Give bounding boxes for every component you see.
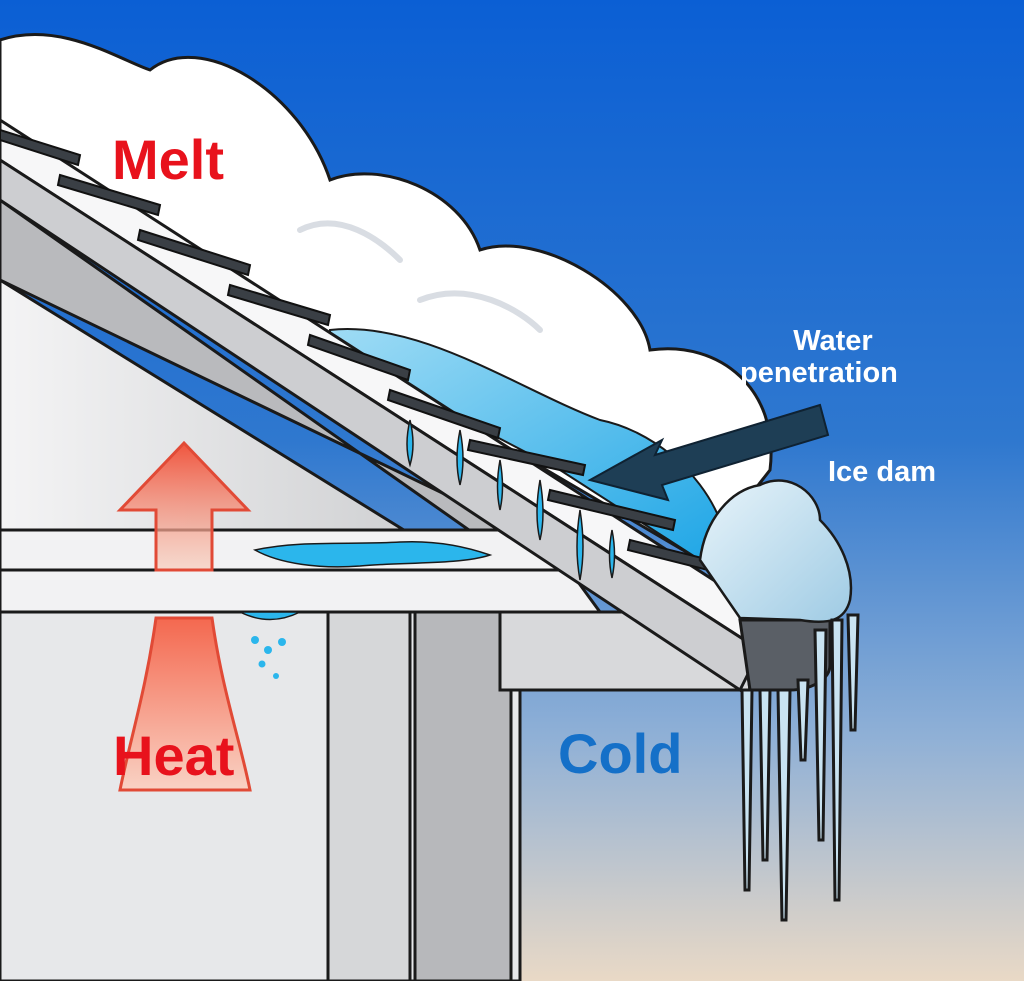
ice-dam-label: Ice dam — [828, 456, 936, 488]
melt-water-layer — [329, 328, 722, 562]
icicles — [740, 613, 860, 922]
cold-label: Cold — [558, 722, 683, 785]
heat-label: Heat — [113, 724, 235, 787]
ceiling-water-puddle — [252, 540, 493, 568]
wall-post-left — [326, 610, 412, 981]
wall-post-right — [413, 610, 513, 981]
water-penetration-line2: penetration — [740, 356, 898, 389]
roof-rafter — [0, 158, 762, 693]
ceiling-leak-drips — [239, 611, 301, 679]
water-penetration-label: Water penetration — [740, 325, 898, 390]
ice-dam — [698, 479, 853, 624]
water-penetration-arrow — [587, 403, 830, 502]
melt-label: Melt — [112, 128, 224, 191]
heat-arrow-stem — [118, 616, 252, 792]
water-penetration-line1: Water — [793, 325, 873, 357]
water-drips — [406, 419, 616, 581]
heat-arrow-up — [116, 440, 252, 572]
